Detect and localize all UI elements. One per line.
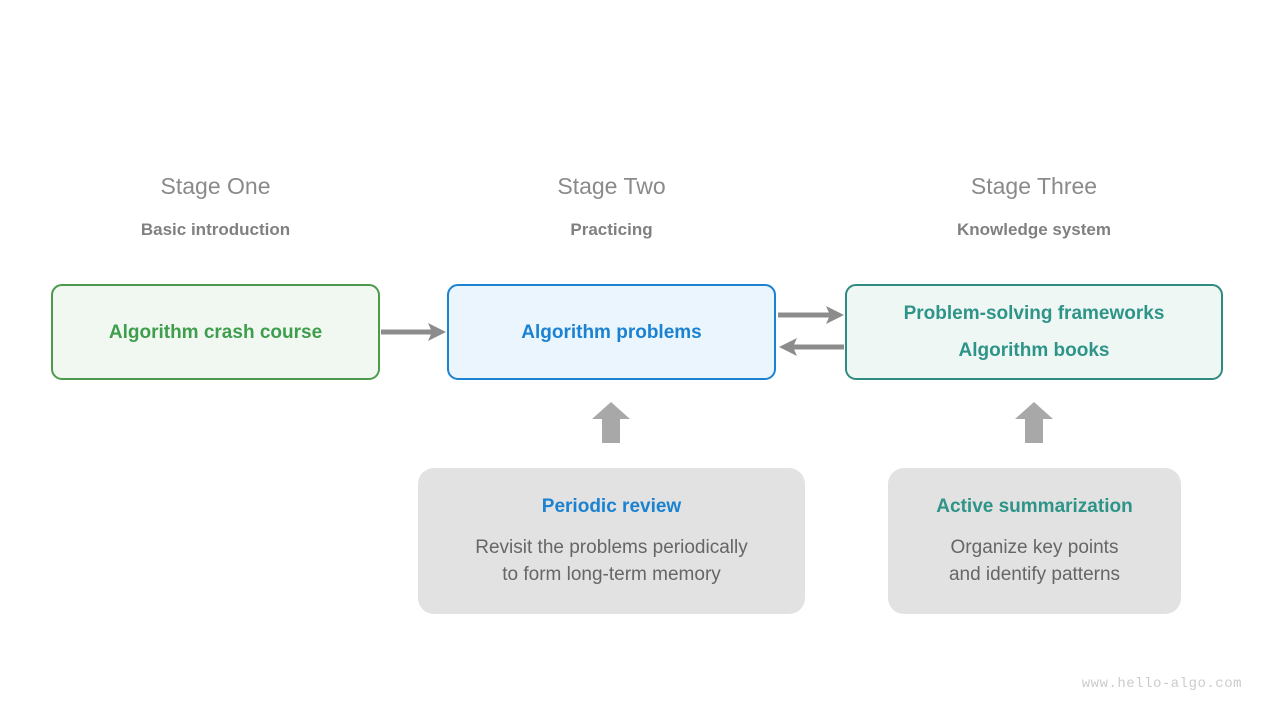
stage-three-subtitle: Knowledge system xyxy=(957,220,1111,239)
support-summary-title: Active summarization xyxy=(936,496,1133,517)
arrow-review-to-problems xyxy=(592,402,630,443)
node-problems-label: Algorithm problems xyxy=(521,321,702,343)
arrow-crash-to-problems xyxy=(381,323,446,341)
stage-heading-three: Stage Three Knowledge system xyxy=(845,172,1223,241)
support-card-active-summarization: Active summarization Organize key points… xyxy=(888,468,1181,614)
arrow-problems-to-frameworks xyxy=(778,306,844,324)
stage-one-title: Stage One xyxy=(160,173,271,199)
support-review-body-line-1: Revisit the problems periodically xyxy=(475,537,748,558)
stage-two-title: Stage Two xyxy=(557,173,666,199)
stage-one-subtitle: Basic introduction xyxy=(140,220,291,239)
node-crash-label: Algorithm crash course xyxy=(108,321,323,343)
node-algorithm-problems: Algorithm problems xyxy=(447,284,776,380)
arrow-summary-to-frameworks xyxy=(1015,402,1053,443)
watermark-url: www.hello-algo.com xyxy=(1081,676,1242,692)
stage-two-subtitle: Practicing xyxy=(570,220,653,239)
support-card-periodic-review: Periodic review Revisit the problems per… xyxy=(418,468,805,614)
node-frameworks-label-1: Problem-solving frameworks xyxy=(903,303,1165,324)
node-algorithm-crash-course: Algorithm crash course xyxy=(51,284,380,380)
support-summary-body-line-2: and identify patterns xyxy=(948,564,1121,585)
node-frameworks-label-2: Algorithm books xyxy=(958,340,1110,361)
stage-three-title: Stage Three xyxy=(970,173,1098,199)
support-review-body-line-2: to form long-term memory xyxy=(502,564,721,585)
stage-heading-two: Stage Two Practicing xyxy=(447,172,776,241)
node-knowledge-system: Problem-solving frameworks Algorithm boo… xyxy=(845,284,1223,380)
stage-heading-one: Stage One Basic introduction xyxy=(51,172,380,241)
arrow-frameworks-to-problems xyxy=(779,338,844,356)
support-review-title: Periodic review xyxy=(541,496,682,517)
support-summary-body-line-1: Organize key points xyxy=(950,537,1119,558)
